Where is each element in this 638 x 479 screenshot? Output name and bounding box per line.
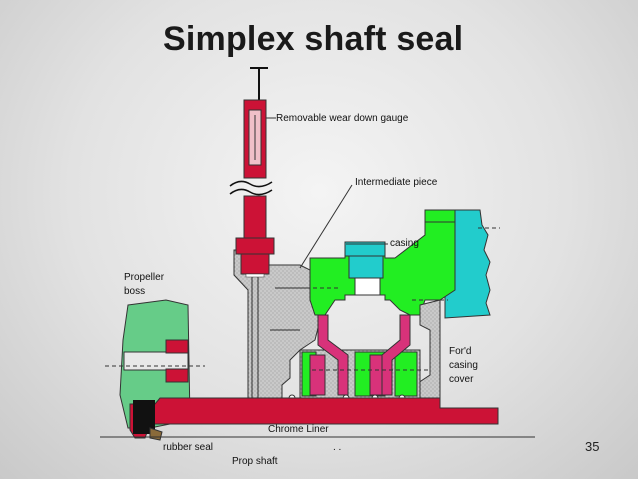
label-cover: cover (449, 374, 474, 385)
green-casing (278, 209, 456, 316)
seal-assembly (288, 314, 430, 402)
label-fwd: For'd (449, 346, 471, 357)
label-casing-2: casing (449, 360, 478, 371)
label-boss: boss (124, 286, 145, 297)
label-dots: . . (333, 442, 341, 453)
page-number: 35 (585, 439, 600, 454)
label-propeller: Propeller (124, 272, 165, 283)
label-rubber-seal: rubber seal (163, 442, 213, 453)
label-wear-down-gauge: Removable wear down gauge (276, 113, 409, 124)
label-intermediate-piece: Intermediate piece (355, 177, 438, 188)
grey-casing (233, 249, 321, 406)
label-casing: casing (390, 238, 419, 249)
leader-lines (266, 117, 388, 269)
label-prop-shaft: Prop shaft (232, 456, 278, 467)
cyan-casing (444, 209, 500, 319)
slide-title: Simplex shaft seal (163, 20, 464, 58)
label-chrome-liner: Chrome Liner (268, 424, 329, 435)
prop-shaft-liner (100, 397, 535, 441)
wear-down-gauge (229, 67, 275, 410)
